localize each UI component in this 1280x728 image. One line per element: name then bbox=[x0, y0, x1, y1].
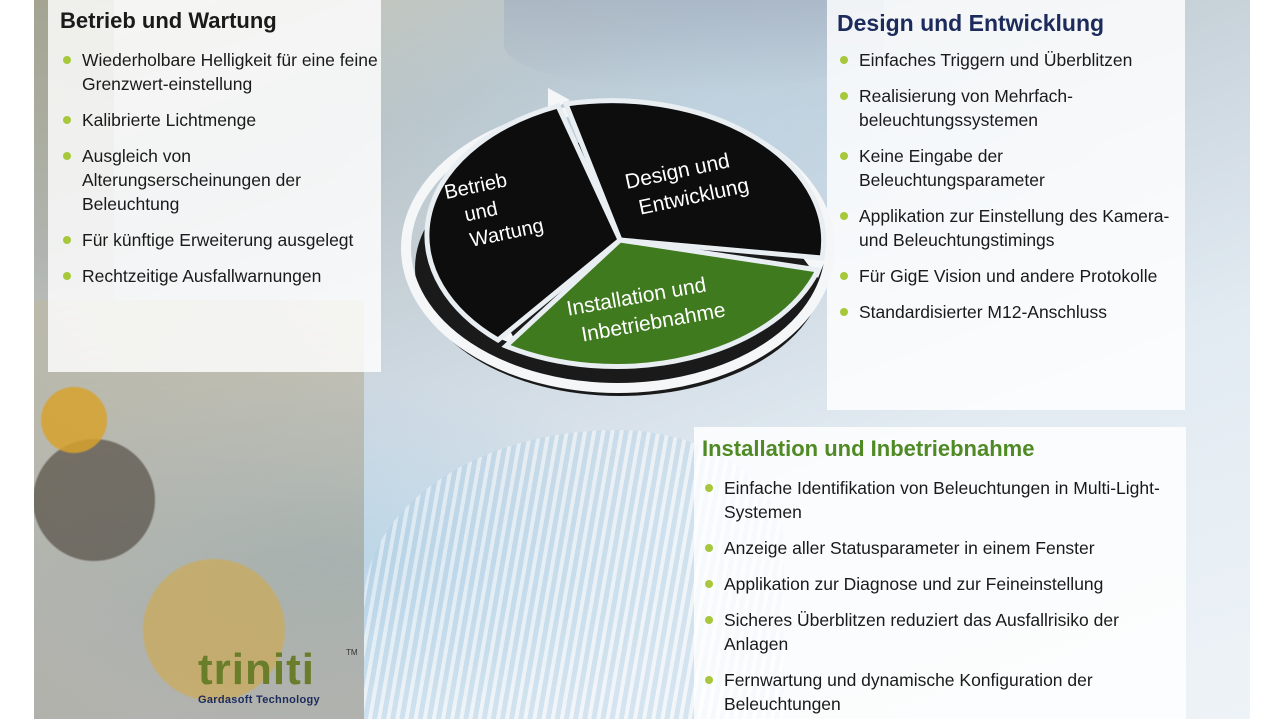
list-item: Wiederholbare Helligkeit für eine feine … bbox=[60, 48, 380, 96]
list-item: Realisierung von Mehrfach-beleuchtungssy… bbox=[837, 84, 1177, 132]
segment-betrieb bbox=[424, 103, 624, 344]
list-item: Fernwartung und dynamische Konfiguration… bbox=[702, 668, 1182, 716]
bullet-icon bbox=[705, 676, 713, 684]
list-item: Sicheres Überblitzen reduziert das Ausfa… bbox=[702, 608, 1182, 656]
bullet-icon bbox=[840, 56, 848, 64]
bullet-icon bbox=[705, 616, 713, 624]
bullet-icon bbox=[840, 92, 848, 100]
triniti-logo: triniti TM Gardasoft Technology bbox=[198, 648, 358, 716]
list-item: Einfache Identifikation von Beleuchtunge… bbox=[702, 476, 1182, 524]
logo-subtitle: Gardasoft Technology bbox=[198, 694, 320, 706]
bullet-icon bbox=[63, 152, 71, 160]
bullet-list: Einfache Identifikation von Beleuchtunge… bbox=[702, 476, 1182, 728]
panel-design-und-entwicklung: Design und Entwicklung Einfaches Trigger… bbox=[827, 0, 1185, 410]
panel-installation-und-inbetriebnahme: Installation und Inbetriebnahme Einfache… bbox=[694, 427, 1186, 719]
bullet-icon bbox=[63, 236, 71, 244]
list-item: Ausgleich von Alterungserscheinungen der… bbox=[60, 144, 380, 216]
bullet-icon bbox=[840, 152, 848, 160]
list-item: Standardisierter M12-Anschluss bbox=[837, 300, 1177, 324]
list-item: Applikation zur Einstellung des Kamera- … bbox=[837, 204, 1177, 252]
bullet-icon bbox=[63, 272, 71, 280]
bullet-icon bbox=[63, 116, 71, 124]
bullet-icon bbox=[840, 308, 848, 316]
panel-title: Design und Entwicklung bbox=[837, 10, 1105, 36]
bullet-icon bbox=[63, 56, 71, 64]
segment-install bbox=[501, 237, 822, 369]
list-item: Für künftige Erweiterung ausgelegt bbox=[60, 228, 380, 252]
bullet-icon bbox=[705, 544, 713, 552]
bullet-icon bbox=[840, 272, 848, 280]
list-item: Anzeige aller Statusparameter in einem F… bbox=[702, 536, 1182, 560]
bullet-icon bbox=[705, 580, 713, 588]
panel-title: Betrieb und Wartung bbox=[60, 8, 277, 33]
list-item: Keine Eingabe der Beleuchtungsparameter bbox=[837, 144, 1177, 192]
background-photo bbox=[504, 0, 884, 90]
list-item: Applikation zur Diagnose und zur Feinein… bbox=[702, 572, 1182, 596]
bullet-icon bbox=[840, 212, 848, 220]
list-item: Für GigE Vision und andere Protokolle bbox=[837, 264, 1177, 288]
bullet-list: Einfaches Triggern und Überblitzen Reali… bbox=[837, 48, 1177, 336]
bullet-icon bbox=[705, 484, 713, 492]
segment-design bbox=[562, 98, 827, 261]
lifecycle-svg: Betrieb und Wartung Design und Entwicklu… bbox=[401, 88, 835, 396]
bullet-list: Wiederholbare Helligkeit für eine feine … bbox=[60, 48, 380, 300]
logo-trademark: TM bbox=[346, 648, 358, 657]
list-item: Rechtzeitige Ausfallwarnungen bbox=[60, 264, 380, 288]
panel-title: Installation und Inbetriebnahme bbox=[702, 436, 1035, 461]
list-item: Kalibrierte Lichtmenge bbox=[60, 108, 380, 132]
list-item: Einfaches Triggern und Überblitzen bbox=[837, 48, 1177, 72]
lifecycle-diagram: Betrieb und Wartung Design und Entwicklu… bbox=[398, 78, 838, 408]
logo-wordmark: triniti bbox=[198, 645, 315, 694]
panel-betrieb-und-wartung: Betrieb und Wartung Wiederholbare Hellig… bbox=[48, 0, 381, 372]
